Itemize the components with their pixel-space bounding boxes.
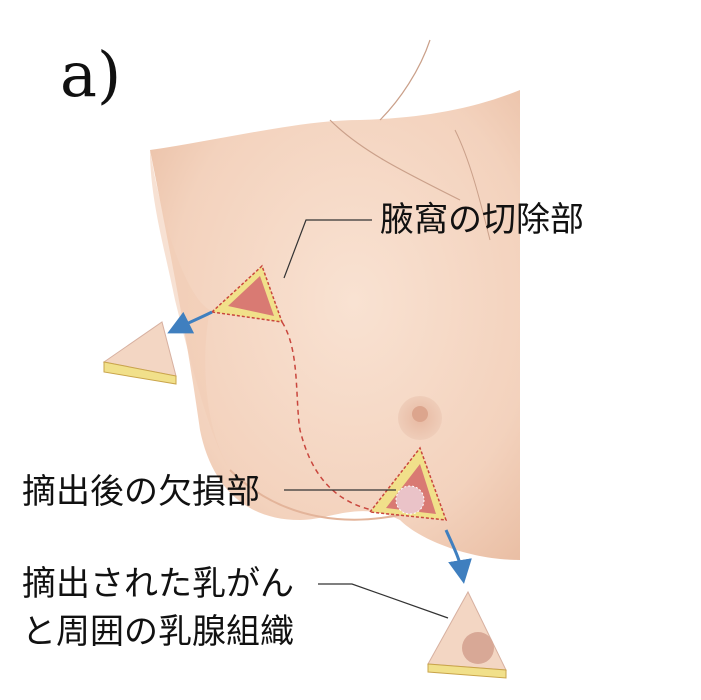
dashed-incision (281, 321, 373, 511)
tumor (462, 632, 494, 664)
label-specimen-line1: 摘出された乳がん (22, 564, 294, 604)
defect-site (368, 446, 448, 521)
neck-line (379, 39, 431, 121)
torso-skin (150, 90, 520, 560)
collarbone-line (329, 119, 461, 201)
label-specimen-line2: と周囲の乳腺組織 (22, 612, 294, 652)
sternum-line (454, 129, 491, 241)
axilla-excision-site (210, 264, 284, 323)
leader-axilla (283, 219, 372, 279)
label-axilla-excision: 腋窩の切除部 (380, 200, 584, 240)
panel-letter: a) (60, 38, 122, 111)
arrow-axilla (167, 310, 213, 334)
removed-breast-specimen (427, 590, 507, 679)
removed-axilla-piece (102, 321, 177, 385)
leader-specimen (318, 583, 449, 619)
arrow-specimen (444, 529, 472, 584)
breast-contour (229, 469, 421, 521)
arm-skin (150, 150, 230, 470)
nipple (412, 406, 428, 422)
label-defect: 摘出後の欠損部 (22, 472, 260, 512)
